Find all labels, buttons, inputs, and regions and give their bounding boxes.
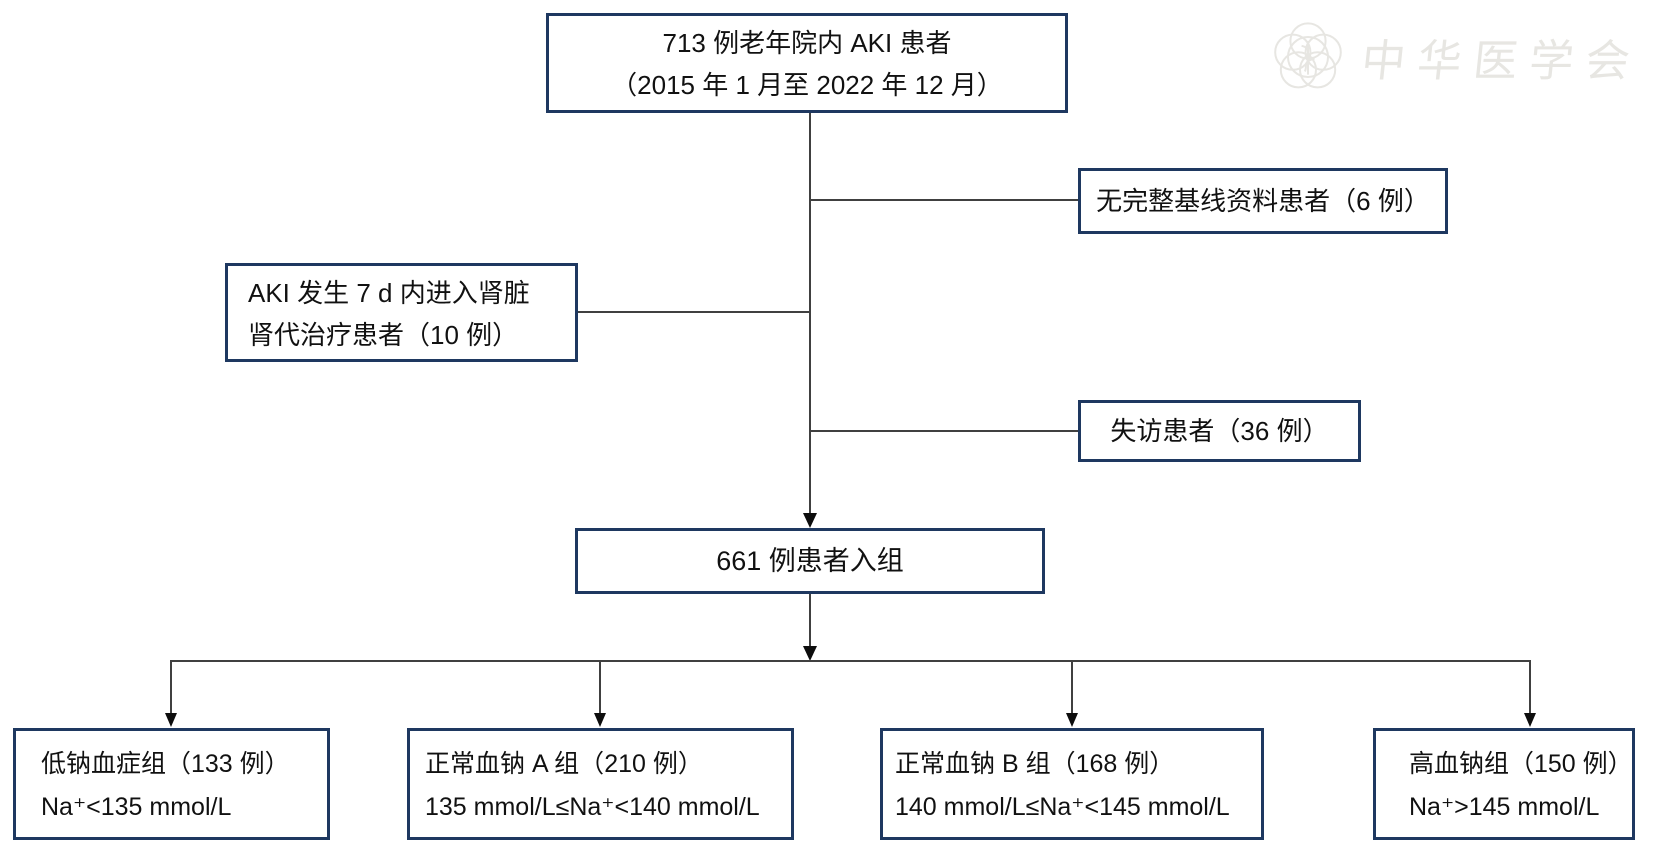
group-box-hypernatremia: 高血钠组（150 例） Na⁺>145 mmol/L [1373, 728, 1635, 840]
arrowhead-group4 [1524, 713, 1536, 727]
group-criteria: 140 mmol/L≤Na⁺<145 mmol/L [895, 793, 1230, 821]
exclusion-box-no-baseline: 无完整基线资料患者（6 例） [1078, 168, 1448, 234]
spine-connector [809, 113, 811, 514]
exclusion-box-lost-followup: 失访患者（36 例） [1078, 400, 1361, 462]
watermark-text: 中华医学会 [1358, 36, 1645, 87]
exclusion-box-rrt: AKI 发生 7 d 内进入肾脏 肾代治疗患者（10 例） [225, 263, 578, 362]
enrolled-box: 661 例患者入组 [575, 528, 1045, 594]
group-criteria: Na⁺>145 mmol/L [1409, 793, 1600, 821]
group-criteria: 135 mmol/L≤Na⁺<140 mmol/L [425, 793, 760, 821]
enrolled-bottom-connector [809, 594, 811, 648]
exclusion-rrt-line2: 肾代治疗患者（10 例） [248, 320, 519, 350]
branch-lost-followup [811, 430, 1078, 432]
group-name: 正常血钠 A 组（210 例） [425, 750, 703, 778]
drop-connector-group2 [599, 661, 601, 715]
title-line2: （2015 年 1 月至 2022 年 12 月） [611, 70, 1003, 100]
title-line1: 713 例老年院内 AKI 患者 [662, 28, 952, 58]
branch-no-baseline [811, 199, 1078, 201]
exclusion-no-baseline-label: 无完整基线资料患者（6 例） [1096, 186, 1430, 216]
arrowhead-to-enrolled [803, 513, 817, 528]
group-name: 低钠血症组（133 例） [41, 750, 290, 778]
enrolled-label: 661 例患者入组 [716, 546, 904, 576]
exclusion-rrt-line1: AKI 发生 7 d 内进入肾脏 [248, 278, 530, 308]
group-name: 正常血钠 B 组（168 例） [895, 750, 1175, 778]
group-box-normal-sodium-b: 正常血钠 B 组（168 例） 140 mmol/L≤Na⁺<145 mmol/… [880, 728, 1264, 840]
cma-watermark: 中华医学会 [1268, 14, 1644, 100]
drop-connector-group3 [1071, 661, 1073, 715]
arrowhead-to-distribution [803, 646, 817, 661]
arrowhead-group3 [1066, 713, 1078, 727]
group-name: 高血钠组（150 例） [1409, 750, 1633, 778]
drop-connector-group4 [1529, 661, 1531, 715]
group-box-normal-sodium-a: 正常血钠 A 组（210 例） 135 mmol/L≤Na⁺<140 mmol/… [407, 728, 794, 840]
distribution-line [170, 660, 1531, 662]
cma-emblem-icon [1274, 22, 1342, 89]
group-box-hyponatremia: 低钠血症组（133 例） Na⁺<135 mmol/L [13, 728, 330, 840]
branch-rrt [578, 311, 811, 313]
drop-connector-group1 [170, 661, 172, 715]
title-box: 713 例老年院内 AKI 患者 （2015 年 1 月至 2022 年 12 … [546, 13, 1068, 113]
arrowhead-group2 [594, 713, 606, 727]
group-criteria: Na⁺<135 mmol/L [41, 793, 232, 821]
arrowhead-group1 [165, 713, 177, 727]
exclusion-lost-followup-label: 失访患者（36 例） [1110, 416, 1329, 446]
